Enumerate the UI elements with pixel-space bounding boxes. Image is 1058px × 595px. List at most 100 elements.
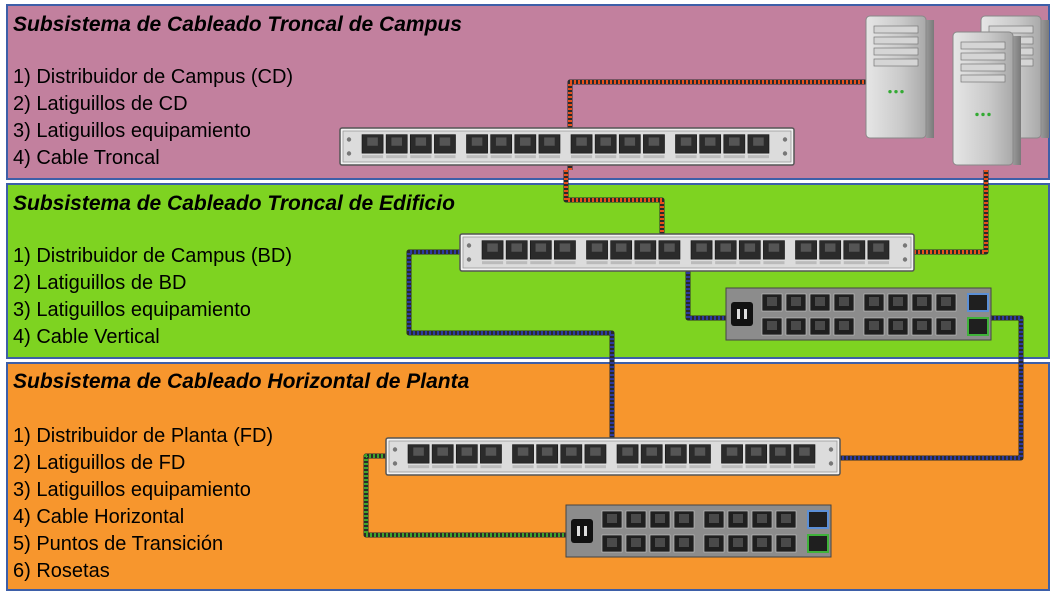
switch-port bbox=[761, 293, 783, 312]
rj45-port bbox=[843, 240, 866, 265]
server-icon bbox=[952, 31, 1021, 166]
uplink-port-green bbox=[967, 317, 989, 336]
rj45-port bbox=[658, 240, 681, 265]
switch-port bbox=[649, 510, 671, 529]
rj45-port bbox=[795, 240, 817, 265]
switch-port bbox=[751, 534, 773, 553]
floor-section-title: Subsistema de Cableado Horizontal de Pla… bbox=[13, 370, 470, 393]
rj45-port bbox=[664, 444, 687, 469]
rj45-port bbox=[584, 444, 607, 469]
rj45-port bbox=[769, 444, 792, 469]
rj45-port bbox=[554, 240, 576, 265]
switch-port bbox=[673, 534, 695, 553]
rj45-port bbox=[723, 134, 746, 159]
power-socket-icon bbox=[731, 302, 753, 326]
rj45-port bbox=[793, 444, 816, 469]
switch-port bbox=[863, 293, 885, 312]
rj45-port bbox=[714, 240, 737, 265]
vertical-cable-to-fd bbox=[406, 249, 615, 438]
uplink-port-green bbox=[807, 534, 829, 553]
floor-item: 3) Latiguillos equipamiento bbox=[13, 479, 251, 501]
floor-item: 4) Cable Horizontal bbox=[13, 506, 185, 528]
rj45-port bbox=[618, 134, 641, 159]
floor-access-switch bbox=[565, 504, 832, 558]
switch-port bbox=[751, 510, 773, 529]
switch-to-fd-cable bbox=[838, 315, 1024, 461]
switch-port bbox=[727, 510, 749, 529]
rj45-port bbox=[512, 444, 534, 469]
switch-port bbox=[911, 317, 933, 336]
switch-port bbox=[935, 317, 957, 336]
switch-port bbox=[649, 534, 671, 553]
floor-horizontal-section bbox=[6, 362, 1050, 591]
building-section-title: Subsistema de Cableado Troncal de Edific… bbox=[13, 192, 455, 215]
switch-port bbox=[887, 317, 909, 336]
switch-port bbox=[703, 534, 725, 553]
switch-port bbox=[887, 293, 909, 312]
campus-trunk-cable-to-bd bbox=[563, 170, 665, 236]
switch-port bbox=[785, 317, 807, 336]
switch-port bbox=[673, 510, 695, 529]
bd-to-switch-patch bbox=[685, 268, 730, 321]
campus-section-title: Subsistema de Cableado Troncal de Campus bbox=[13, 13, 462, 36]
rj45-port bbox=[514, 134, 537, 159]
floor-item: 1) Distribuidor de Planta (FD) bbox=[13, 425, 274, 447]
campus-item: 4) Cable Troncal bbox=[13, 147, 160, 169]
switch-port bbox=[833, 317, 855, 336]
rj45-port bbox=[431, 444, 454, 469]
rj45-port bbox=[434, 134, 456, 159]
floor-distributor-patch-panel bbox=[385, 437, 841, 476]
rj45-port bbox=[586, 240, 608, 265]
floor-items-list: 1) Distribuidor de Planta (FD) 2) Latigu… bbox=[13, 423, 273, 585]
rj45-port bbox=[634, 240, 657, 265]
switch-port bbox=[935, 293, 957, 312]
rj45-port bbox=[640, 444, 663, 469]
rj45-port bbox=[466, 134, 488, 159]
rj45-port bbox=[490, 134, 513, 159]
rj45-port bbox=[675, 134, 697, 159]
rj45-port bbox=[616, 444, 639, 469]
switch-port bbox=[775, 534, 797, 553]
campus-item: 1) Distribuidor de Campus (CD) bbox=[13, 66, 294, 88]
rj45-port bbox=[594, 134, 617, 159]
building-item: 1) Distribuidor de Campus (BD) bbox=[13, 245, 292, 267]
switch-port bbox=[601, 534, 623, 553]
rj45-port bbox=[819, 240, 842, 265]
rj45-port bbox=[747, 134, 770, 159]
rj45-port bbox=[690, 240, 713, 265]
horizontal-cable-to-switch bbox=[363, 453, 566, 538]
rj45-port bbox=[745, 444, 768, 469]
building-distributor-patch-panel bbox=[459, 233, 915, 272]
switch-port bbox=[785, 293, 807, 312]
switch-port bbox=[775, 510, 797, 529]
power-socket-icon bbox=[571, 519, 593, 543]
rj45-port bbox=[455, 444, 478, 469]
rj45-port bbox=[538, 134, 561, 159]
switch-port bbox=[601, 510, 623, 529]
campus-item: 3) Latiguillos equipamiento bbox=[13, 120, 251, 142]
switch-port bbox=[703, 510, 725, 529]
rj45-port bbox=[643, 134, 665, 159]
rj45-port bbox=[407, 444, 430, 469]
server-to-bd-cable bbox=[912, 170, 989, 255]
switch-port bbox=[809, 293, 831, 312]
switch-port bbox=[727, 534, 749, 553]
rj45-port bbox=[763, 240, 785, 265]
rj45-port bbox=[867, 240, 890, 265]
uplink-port-blue bbox=[807, 510, 829, 529]
switch-port bbox=[625, 510, 647, 529]
building-item: 2) Latiguillos de BD bbox=[13, 272, 187, 294]
rj45-port bbox=[610, 240, 633, 265]
building-item: 3) Latiguillos equipamiento bbox=[13, 299, 251, 321]
switch-port bbox=[809, 317, 831, 336]
floor-item: 2) Latiguillos de FD bbox=[13, 452, 186, 474]
floor-item: 6) Rosetas bbox=[13, 560, 110, 582]
campus-items-list: 1) Distribuidor de Campus (CD) 2) Latigu… bbox=[13, 64, 293, 172]
rj45-port bbox=[689, 444, 711, 469]
switch-port bbox=[911, 293, 933, 312]
switch-port bbox=[761, 317, 783, 336]
rj45-port bbox=[570, 134, 593, 159]
rj45-port bbox=[529, 240, 552, 265]
rj45-port bbox=[699, 134, 722, 159]
rj45-port bbox=[721, 444, 743, 469]
